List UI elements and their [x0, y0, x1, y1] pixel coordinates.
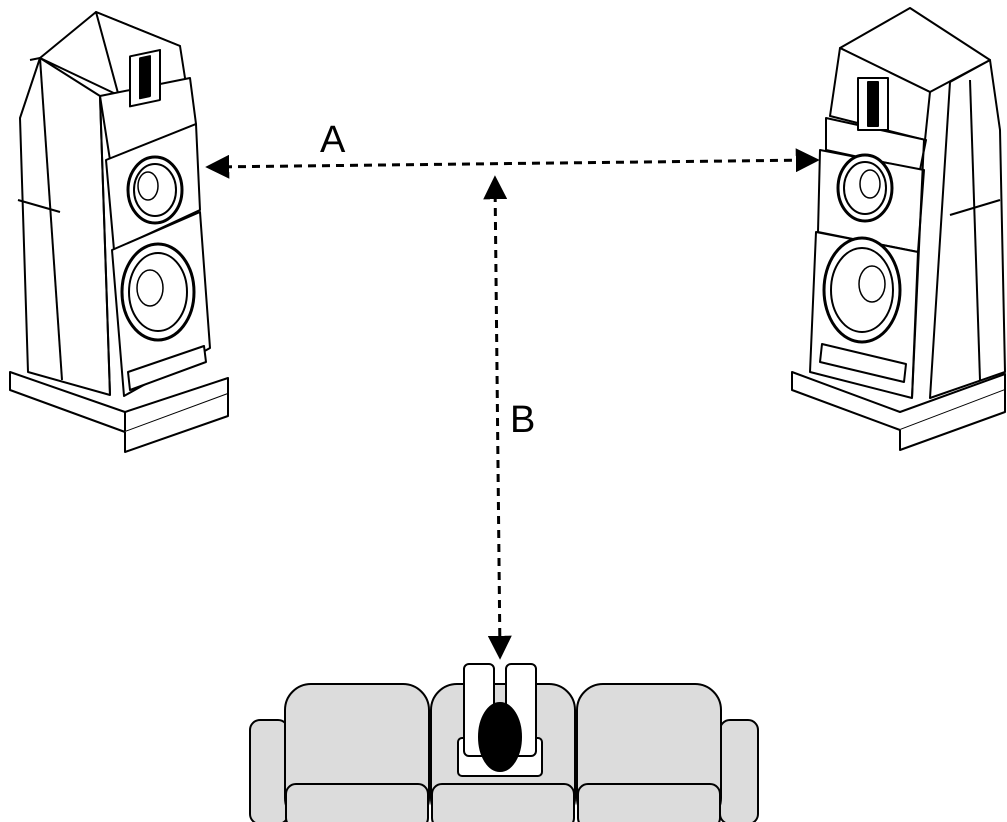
label-b: B — [510, 399, 535, 441]
sofa-seat-left — [285, 783, 429, 822]
sofa-seat-right — [577, 783, 721, 822]
dimension-lines: A B — [205, 119, 820, 660]
label-a: A — [320, 119, 346, 161]
sofa-seat-center — [431, 783, 575, 822]
left-speaker — [9, 11, 229, 453]
sofa-right-armrest — [719, 719, 759, 822]
right-speaker — [791, 7, 1006, 451]
dimension-line-b — [483, 175, 512, 660]
listener — [457, 663, 543, 777]
listener-head — [478, 702, 522, 772]
dimension-line-a — [205, 148, 820, 179]
sofa-left-armrest — [249, 719, 289, 822]
